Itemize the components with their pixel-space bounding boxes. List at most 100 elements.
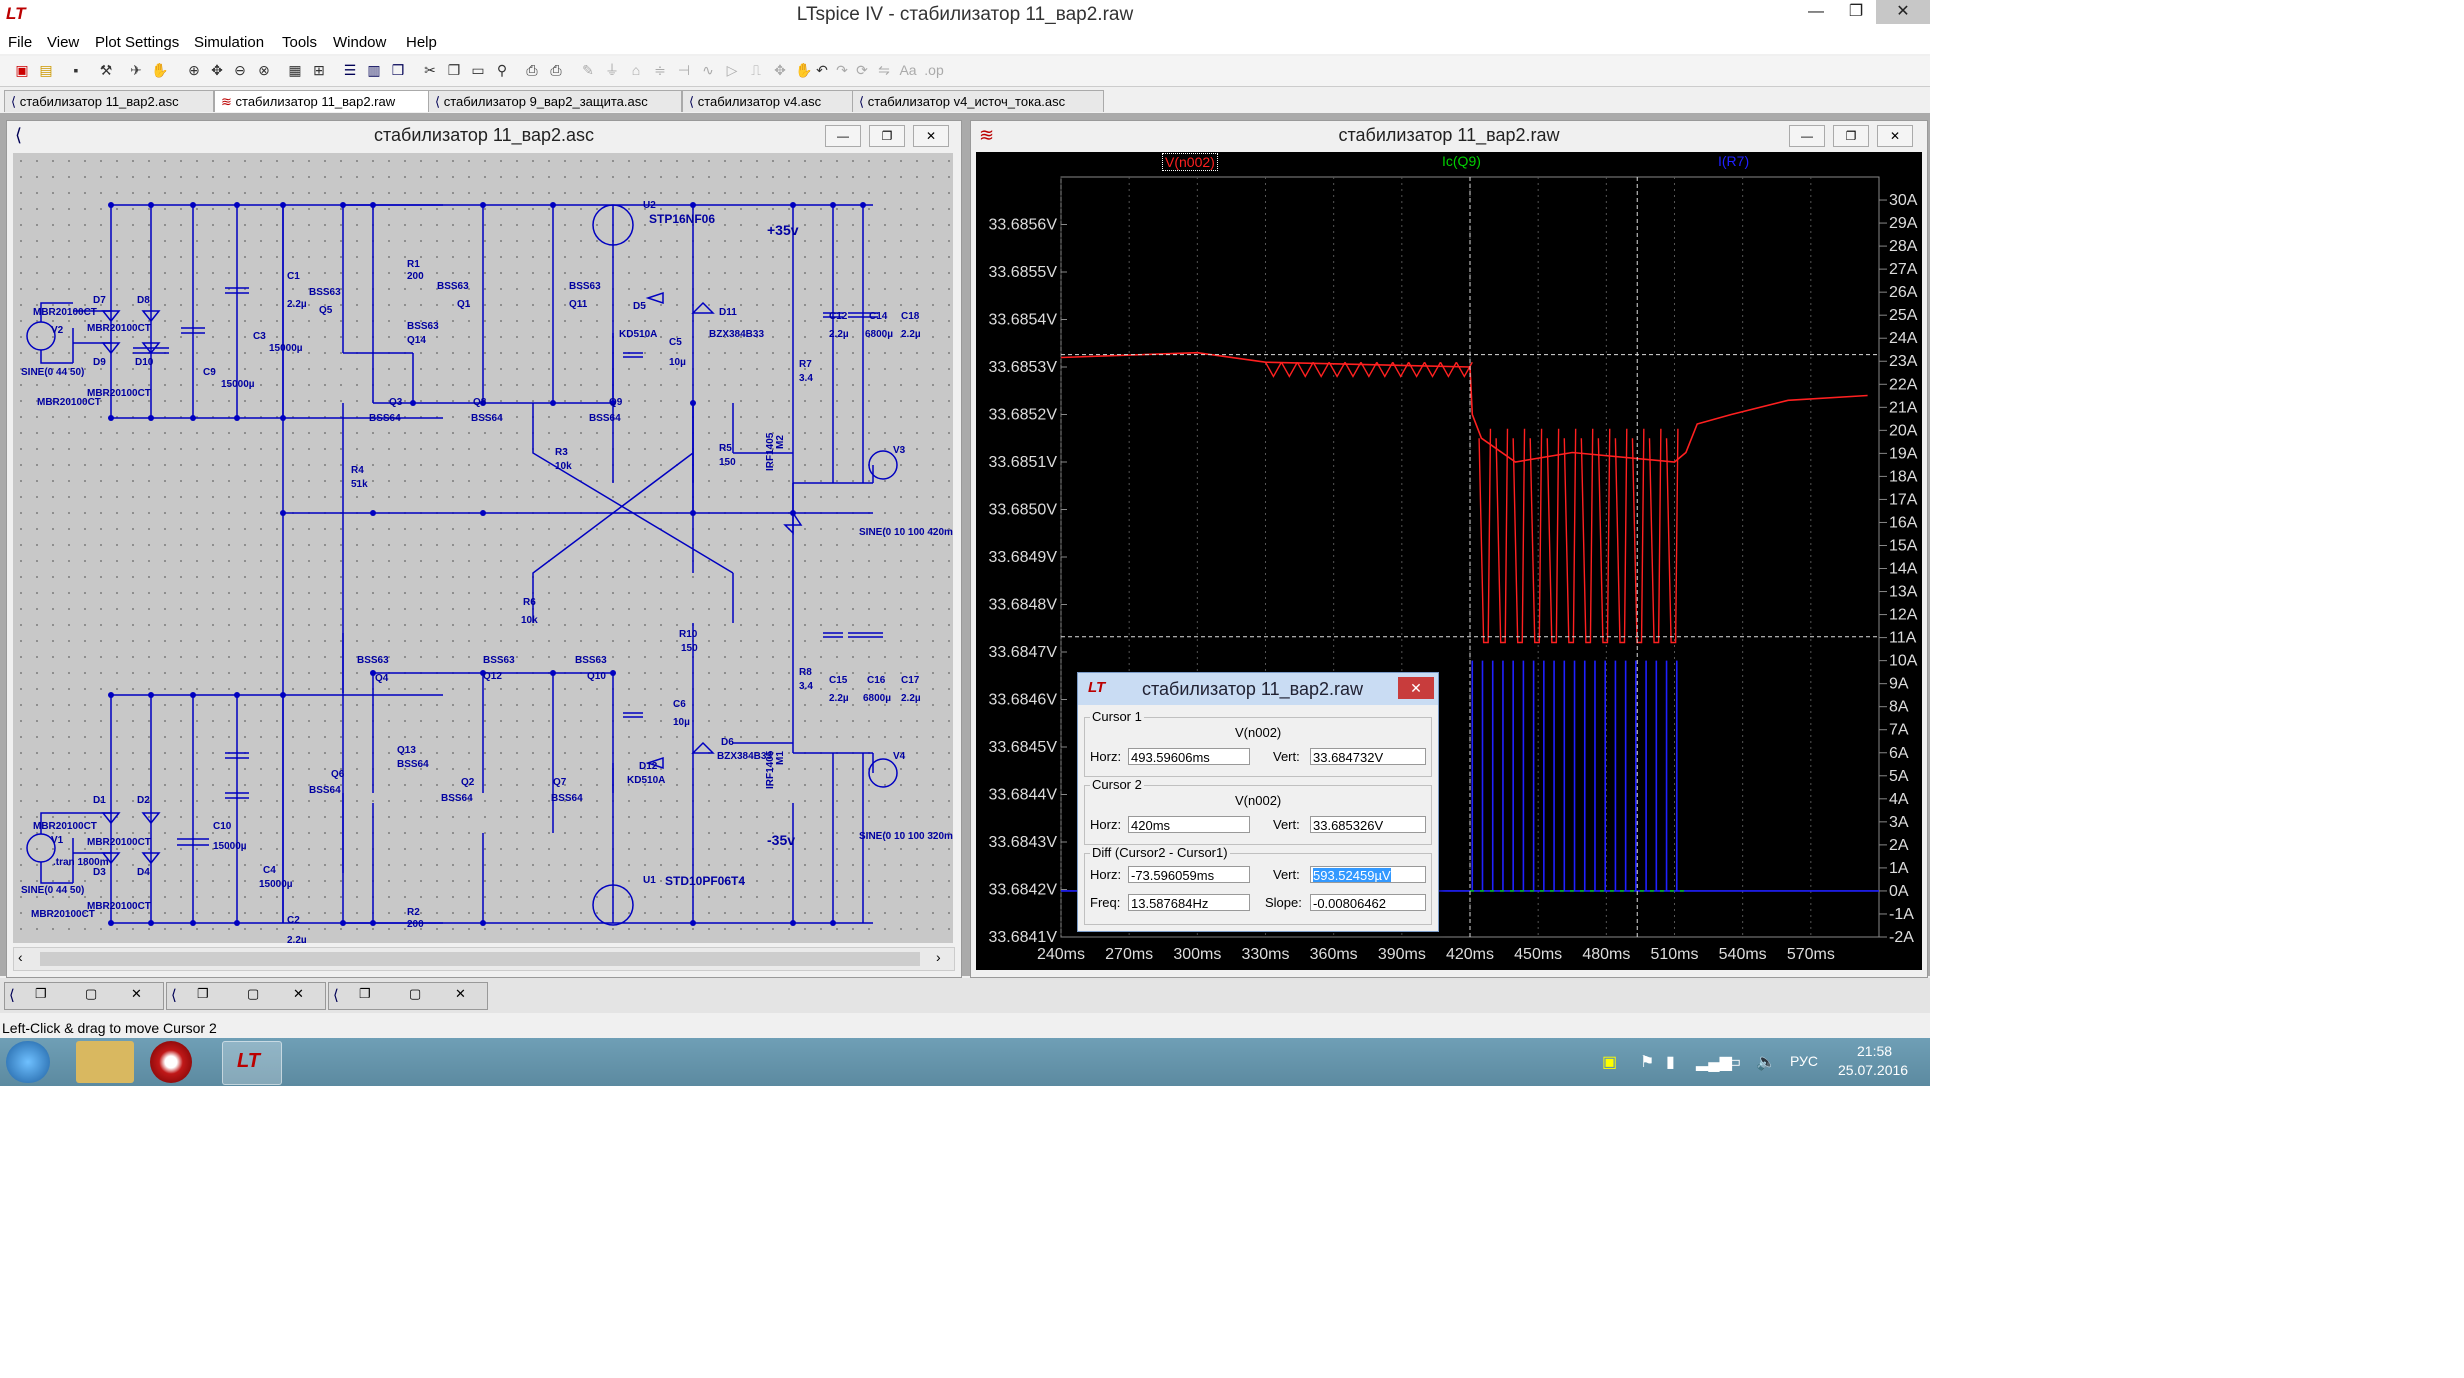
tray-date[interactable]: 25.07.2016 [1838, 1062, 1909, 1078]
minimize-button[interactable]: — [1808, 3, 1824, 20]
capacitor-icon[interactable]: ⊣ [677, 62, 691, 78]
trace-label-ir7[interactable]: I(R7) [1718, 153, 1750, 169]
diode-icon[interactable]: ▷ [726, 62, 738, 78]
scroll-right-icon[interactable]: › [936, 949, 941, 965]
menu-simulation[interactable]: Simulation [194, 34, 265, 51]
menu-tools[interactable]: Tools [282, 34, 318, 51]
minimized-window-3[interactable]: ⟨ ❐ ▢ ✕ [328, 982, 488, 1010]
tray-app-icon[interactable]: ▣ [1602, 1054, 1618, 1071]
zoom-out-icon[interactable]: ⊖ [234, 62, 246, 78]
grid-icon[interactable]: ⊞ [313, 62, 325, 78]
restore-icon[interactable]: ❐ [35, 986, 47, 1001]
tab-schematic-v4-source[interactable]: ⟨ стабилизатор v4_источ_тока.asc [852, 90, 1104, 112]
maximize-button[interactable]: ❐ [1848, 3, 1864, 20]
cursor1-vert-field[interactable]: 33.684732V [1310, 748, 1426, 765]
trace-label-vn002[interactable]: V(n002) [1162, 153, 1218, 171]
schematic-canvas[interactable]: U2 STP16NF06 +35v -35v STD10PF06T4 U1 .t… [13, 153, 953, 943]
diff-freq-field[interactable]: 13.587684Hz [1128, 894, 1250, 911]
pan-icon[interactable]: ✥ [211, 62, 223, 78]
redo-icon[interactable]: ↷ [836, 62, 848, 78]
rotate-icon[interactable]: ⟳ [856, 62, 868, 78]
schematic-hscrollbar[interactable]: ‹ › [13, 947, 955, 971]
tab-raw-11[interactable]: ≋ стабилизатор 11_вар2.raw [214, 90, 432, 112]
resistor-icon[interactable]: ≑ [654, 62, 666, 78]
ltspice-taskbar-button[interactable]: LT [222, 1041, 282, 1085]
run-icon[interactable]: ✈ [130, 62, 142, 78]
tray-flag-icon[interactable]: ⚑ [1640, 1054, 1655, 1071]
tile-horizontal-icon[interactable]: ☰ [343, 62, 357, 78]
restore-icon[interactable]: ❐ [197, 986, 209, 1001]
waveform-restore-button[interactable]: ❐ [1833, 125, 1869, 147]
tray-language[interactable]: РУС [1790, 1053, 1819, 1069]
waveform-close-button[interactable]: ✕ [1877, 125, 1913, 147]
tab-schematic-11[interactable]: ⟨ стабилизатор 11_вар2.asc [4, 90, 214, 112]
drag-icon[interactable]: ✋ [795, 62, 813, 78]
explorer-taskbar-icon[interactable] [76, 1041, 134, 1083]
media-taskbar-icon[interactable] [150, 1041, 192, 1083]
cursor2-vert-field[interactable]: 33.685326V [1310, 816, 1426, 833]
print-icon[interactable]: ⎙ [550, 62, 562, 78]
maximize-icon[interactable]: ▢ [247, 986, 260, 1001]
diff-vert-field[interactable]: 593.52459µV [1310, 866, 1426, 883]
halt-icon[interactable]: ✋ [151, 62, 169, 78]
wire-icon[interactable]: ✎ [582, 62, 594, 78]
text-icon[interactable]: Aa [899, 62, 917, 78]
autoscale-icon[interactable]: ▦ [288, 62, 302, 78]
close-icon[interactable]: ✕ [293, 986, 304, 1001]
zoom-in-icon[interactable]: ⊕ [188, 62, 200, 78]
cut-icon[interactable]: ✂ [424, 62, 436, 78]
undo-icon[interactable]: ↶ [816, 62, 828, 78]
menu-file[interactable]: File [8, 34, 33, 51]
component-icon[interactable]: ⎍ [751, 62, 761, 78]
close-button[interactable]: ✕ [1876, 0, 1930, 24]
close-icon[interactable]: ✕ [131, 986, 142, 1001]
schematic-minimize-button[interactable]: — [825, 125, 861, 147]
tray-time[interactable]: 21:58 [1857, 1043, 1893, 1059]
control-panel-icon[interactable]: ⚒ [99, 62, 113, 78]
tray-volume-icon[interactable]: 🔈 [1756, 1054, 1776, 1071]
scroll-left-icon[interactable]: ‹ [18, 949, 23, 965]
new-schematic-icon[interactable]: ▣ [15, 62, 29, 78]
tray-signal-icon[interactable]: ▂▄▆ [1696, 1054, 1732, 1071]
paste-icon[interactable]: ▭ [471, 62, 485, 78]
cursor1-horz-field[interactable]: 493.59606ms [1128, 748, 1250, 765]
find-icon[interactable]: ⚲ [496, 62, 508, 78]
copy-icon[interactable]: ❐ [447, 62, 461, 78]
close-icon[interactable]: ✕ [455, 986, 466, 1001]
schematic-restore-button[interactable]: ❐ [869, 125, 905, 147]
minimized-window-2[interactable]: ⟨ ❐ ▢ ✕ [166, 982, 326, 1010]
schematic-close-button[interactable]: ✕ [913, 125, 949, 147]
waveform-minimize-button[interactable]: — [1789, 125, 1825, 147]
menu-window[interactable]: Window [333, 34, 387, 51]
maximize-icon[interactable]: ▢ [85, 986, 98, 1001]
trace-label-icq9[interactable]: Ic(Q9) [1442, 153, 1481, 169]
tab-schematic-v4[interactable]: ⟨ стабилизатор v4.asc [682, 90, 854, 112]
tray-network-icon[interactable]: ▮ [1666, 1054, 1675, 1071]
minimized-window-1[interactable]: ⟨ ❐ ▢ ✕ [4, 982, 164, 1010]
diff-slope-field[interactable]: -0.00806462 [1310, 894, 1426, 911]
menu-plot-settings[interactable]: Plot Settings [95, 34, 180, 51]
open-icon[interactable]: ▤ [39, 62, 53, 78]
cascade-icon[interactable]: ❒ [391, 62, 405, 78]
tile-vertical-icon[interactable]: ▥ [367, 62, 381, 78]
maximize-icon[interactable]: ▢ [409, 986, 422, 1001]
diff-horz-field[interactable]: -73.596059ms [1128, 866, 1250, 883]
mirror-icon[interactable]: ⇋ [878, 62, 890, 78]
menu-view[interactable]: View [47, 34, 80, 51]
restore-icon[interactable]: ❐ [359, 986, 371, 1001]
cursor-dialog-close-button[interactable]: ✕ [1398, 677, 1434, 699]
spice-directive-icon[interactable]: .op [924, 62, 944, 78]
tray-power-icon[interactable]: ▭ [1726, 1054, 1742, 1071]
start-button[interactable] [6, 1041, 50, 1083]
scroll-thumb[interactable] [40, 952, 920, 966]
print-setup-icon[interactable]: ⎙ [526, 62, 538, 78]
label-net-icon[interactable]: ⌂ [631, 62, 641, 78]
ground-icon[interactable]: ⏚ [605, 62, 619, 78]
save-icon[interactable]: ▪ [73, 62, 79, 78]
zoom-fit-icon[interactable]: ⊗ [258, 62, 270, 78]
move-icon[interactable]: ✥ [774, 62, 786, 78]
tab-schematic-9[interactable]: ⟨ стабилизатор 9_вар2_защита.asc [428, 90, 682, 112]
inductor-icon[interactable]: ∿ [702, 62, 714, 78]
cursor2-horz-field[interactable]: 420ms [1128, 816, 1250, 833]
menu-help[interactable]: Help [406, 34, 437, 51]
